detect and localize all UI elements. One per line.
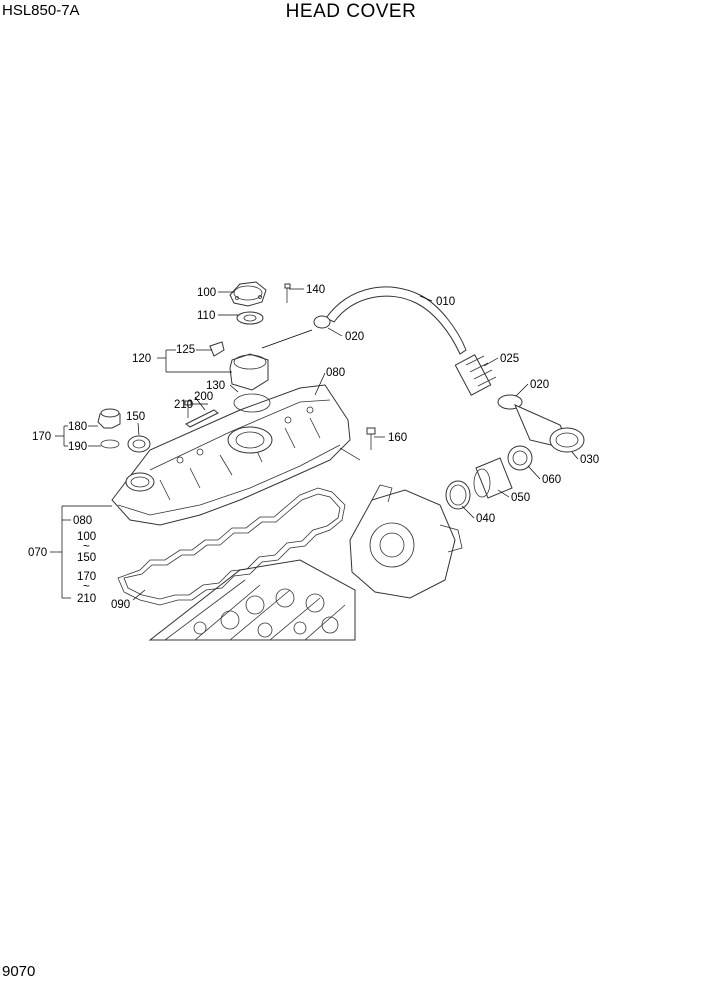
callout-020-lower: 020 bbox=[530, 379, 549, 391]
callout-200: 200 bbox=[194, 391, 213, 403]
kit-range-marker-1: ~ bbox=[83, 541, 90, 553]
callout-060: 060 bbox=[542, 474, 561, 486]
callout-180: 180 bbox=[68, 421, 87, 433]
kit-item-080: 080 bbox=[73, 515, 92, 527]
callout-190: 190 bbox=[68, 441, 87, 453]
cylinder-head-drawing bbox=[148, 559, 356, 641]
callout-020-upper: 020 bbox=[345, 331, 364, 343]
callout-170: 170 bbox=[32, 431, 51, 443]
filler-cap-parts-drawing bbox=[97, 408, 151, 453]
breather-assembly-drawing bbox=[209, 281, 271, 413]
kit-range-marker-2: ~ bbox=[83, 581, 90, 593]
callout-125: 125 bbox=[176, 344, 195, 356]
clamps-hose-drawing bbox=[445, 445, 533, 510]
callout-070: 070 bbox=[28, 547, 47, 559]
callout-025: 025 bbox=[500, 353, 519, 365]
callout-080: 080 bbox=[326, 367, 345, 379]
kit-070-contents: 080 100 ~ 150 170 ~ 210 bbox=[73, 515, 96, 605]
callout-110: 110 bbox=[197, 310, 215, 322]
callout-040: 040 bbox=[476, 513, 495, 525]
gasket-090-drawing bbox=[117, 487, 346, 606]
kit-item-150: 150 bbox=[77, 552, 96, 564]
bolts-drawing bbox=[284, 283, 376, 450]
callout-210: 210 bbox=[174, 399, 193, 411]
callout-050: 050 bbox=[511, 492, 530, 504]
kit-item-100: 100 bbox=[77, 531, 96, 543]
callout-160: 160 bbox=[388, 432, 407, 444]
callout-140: 140 bbox=[306, 284, 325, 296]
kit-item-170: 170 bbox=[77, 571, 96, 583]
page-title: HEAD COVER bbox=[285, 1, 417, 22]
breather-hose-drawing bbox=[313, 286, 585, 453]
turbocharger-drawing bbox=[349, 484, 463, 599]
leader-lines bbox=[50, 288, 579, 601]
callout-120: 120 bbox=[132, 353, 151, 365]
callout-150: 150 bbox=[126, 411, 145, 423]
callout-100: 100 bbox=[197, 287, 216, 299]
head-cover-080-drawing bbox=[111, 384, 351, 526]
callout-030: 030 bbox=[580, 454, 599, 466]
bolt-plate-drawing bbox=[184, 400, 219, 428]
kit-item-210: 210 bbox=[77, 593, 96, 605]
page-number: 9070 bbox=[2, 963, 36, 980]
callout-labels: 100 110 140 125 120 130 210 200 150 180 … bbox=[28, 284, 599, 611]
model-number: HSL850-7A bbox=[2, 2, 80, 19]
callout-130: 130 bbox=[206, 380, 225, 392]
callout-010: 010 bbox=[436, 296, 455, 308]
callout-090: 090 bbox=[111, 599, 130, 611]
